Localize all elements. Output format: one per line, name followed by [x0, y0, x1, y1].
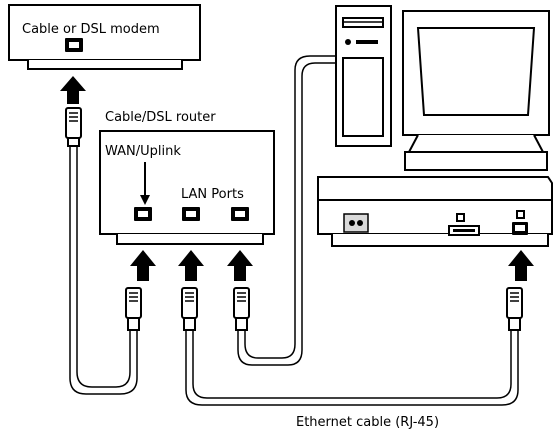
computer-tower — [335, 5, 392, 147]
lan-port-2 — [231, 207, 249, 221]
router-arrows — [130, 250, 253, 281]
rj45-plug-wan — [125, 287, 142, 331]
game-console — [317, 176, 553, 247]
rj45-plug-console — [506, 287, 523, 331]
router-label: Cable/DSL router — [105, 110, 216, 125]
modem-port — [65, 38, 83, 52]
lan-port-1 — [182, 207, 200, 221]
modem-arrow — [60, 76, 86, 104]
rj45-plug-lan-1 — [181, 287, 198, 331]
console-port — [512, 222, 528, 235]
wan-label: WAN/Uplink — [105, 144, 181, 159]
ethernet-cable-label: Ethernet cable (RJ-45) — [296, 415, 439, 430]
router: Cable/DSL router WAN/Uplink LAN Ports — [99, 110, 275, 245]
modem-label: Cable or DSL modem — [22, 22, 160, 37]
modem: Cable or DSL modem — [8, 4, 201, 70]
rj45-plug-modem — [65, 107, 82, 147]
monitor — [402, 10, 550, 171]
ethernet-cables — [69, 55, 519, 406]
rj45-plug-lan-2 — [233, 287, 250, 331]
wan-port — [134, 207, 152, 221]
lan-label: LAN Ports — [181, 187, 244, 202]
console-arrow — [508, 250, 534, 281]
